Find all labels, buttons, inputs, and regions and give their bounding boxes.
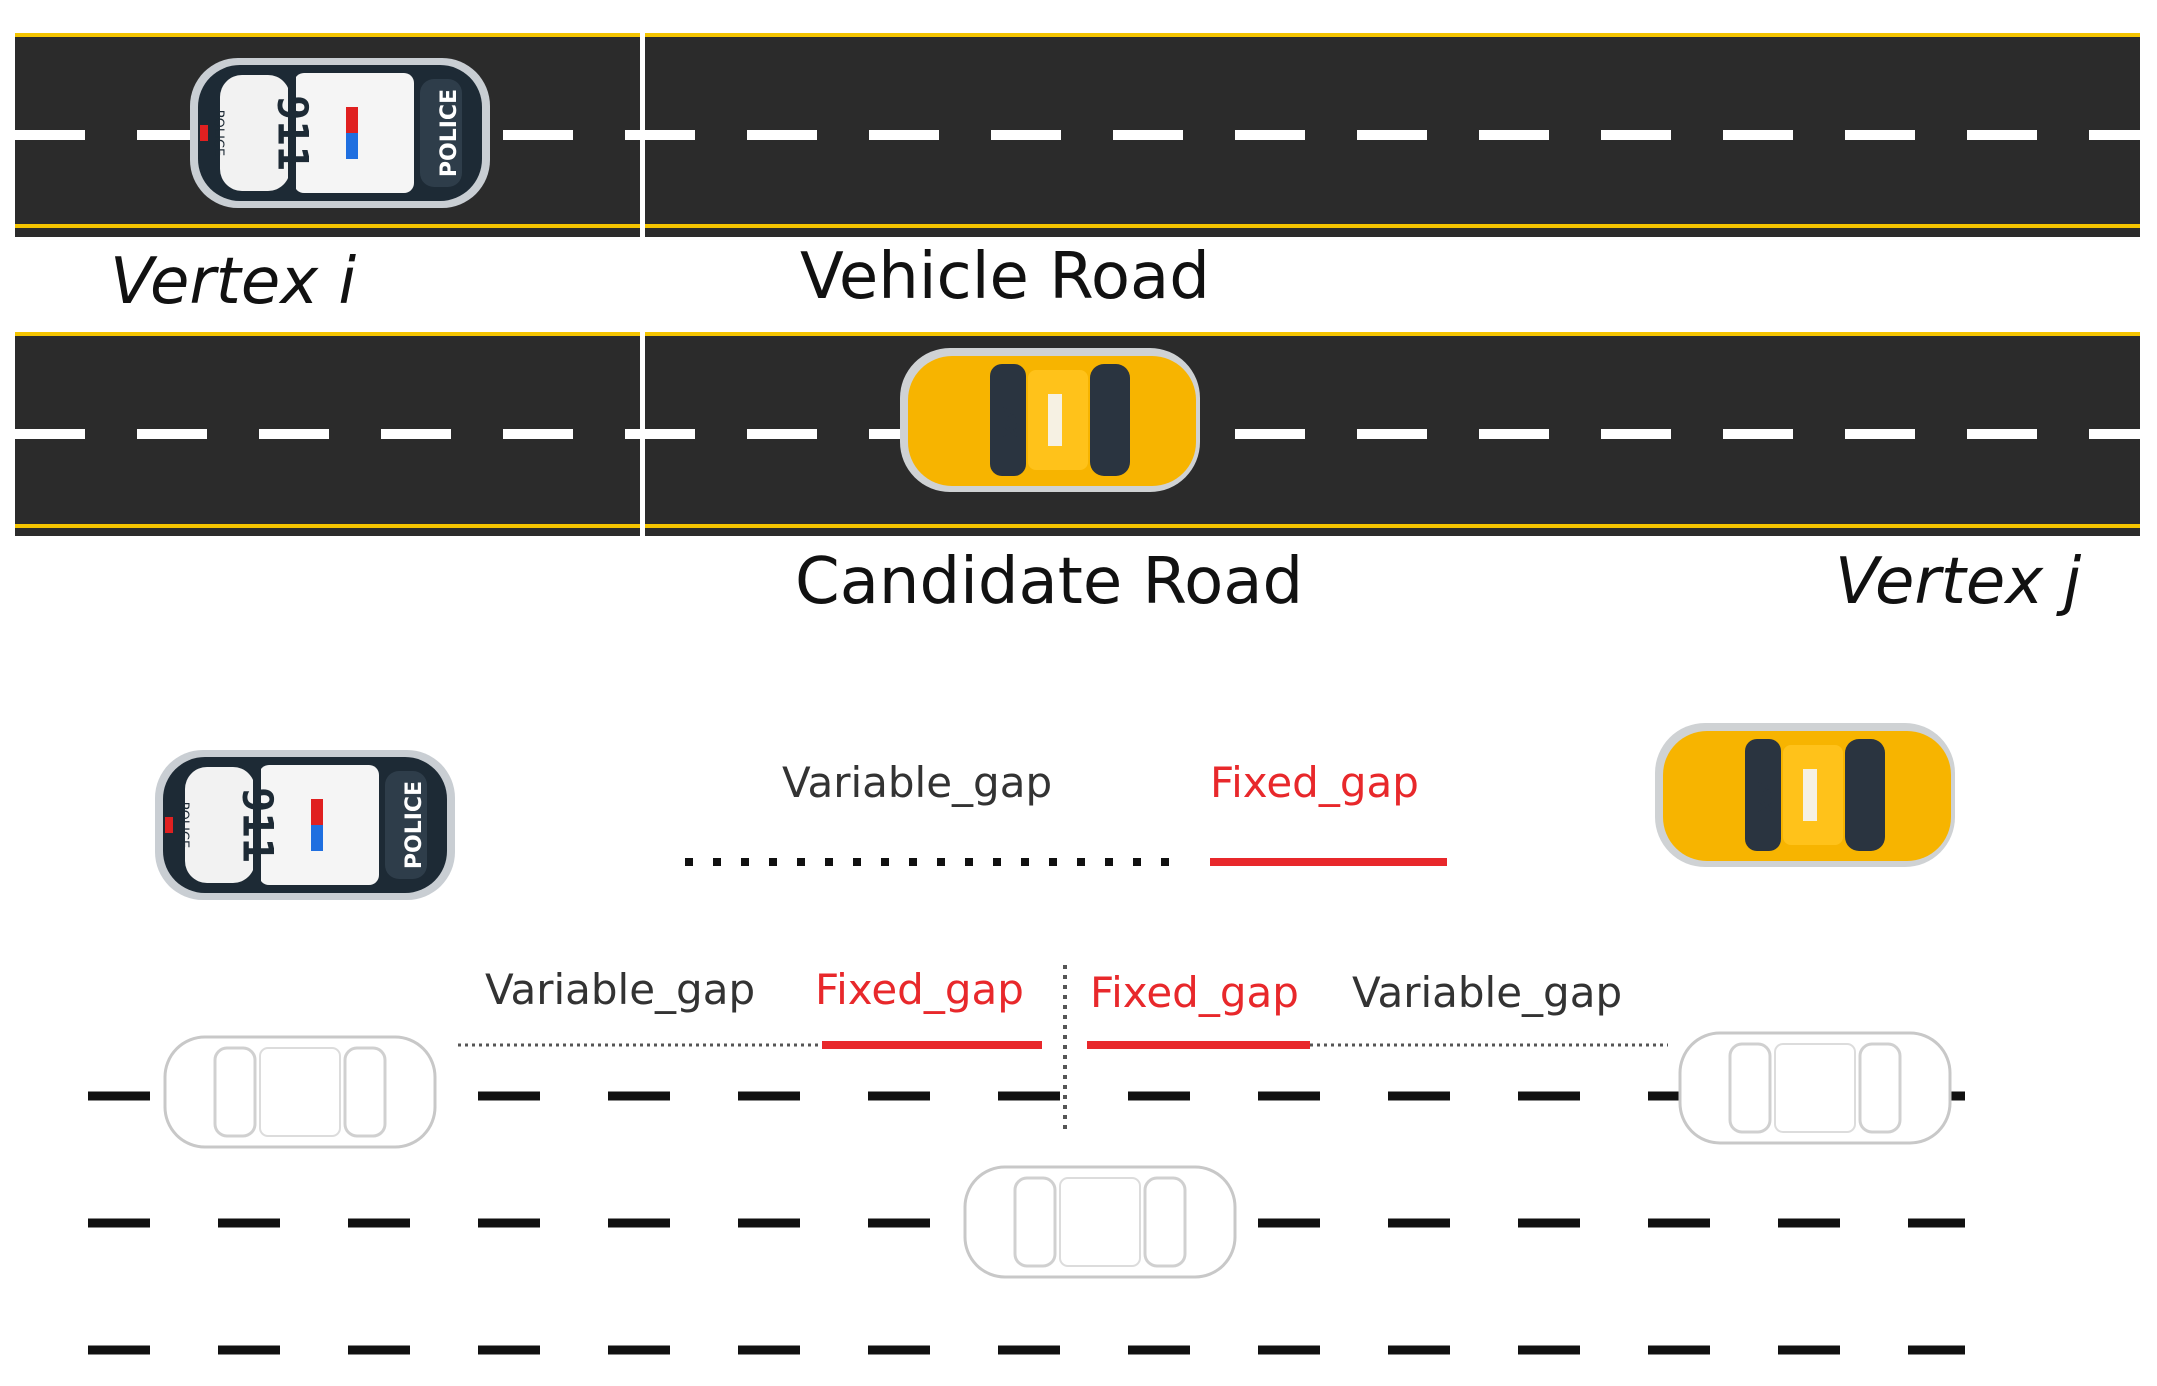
taxi-sign-bottom: TAXI xyxy=(1753,770,1777,820)
police-number-top: 911 xyxy=(269,95,318,171)
police-small-text-top: POLICE xyxy=(211,110,226,156)
vertex-i-label: Vertex i xyxy=(110,245,357,319)
ghost-car-left xyxy=(163,1035,437,1149)
vehicle-road-label: Vehicle Road xyxy=(800,240,1210,314)
police-side-text-bottom: POLICE xyxy=(402,781,427,869)
police-number-bottom: 911 xyxy=(234,787,283,863)
police-side-text-top: POLICE xyxy=(437,89,462,177)
police-small-text-bottom: POLICE xyxy=(176,802,191,848)
ghost-car-middle xyxy=(963,1165,1237,1279)
vertex-j-label: Vertex j xyxy=(1835,545,2082,619)
taxi-car-top xyxy=(900,348,1200,492)
top-variable-gap-label: Variable_gap xyxy=(782,758,1053,807)
bottom-right-fixed-gap-label: Fixed_gap xyxy=(1090,968,1299,1017)
bottom-right-variable-gap-label: Variable_gap xyxy=(1352,968,1623,1017)
bottom-left-fixed-gap-label: Fixed_gap xyxy=(815,965,1024,1014)
taxi-sign-top: TAXI xyxy=(998,395,1022,445)
candidate-road-label: Candidate Road xyxy=(795,545,1304,619)
bottom-left-variable-gap-label: Variable_gap xyxy=(485,965,756,1014)
taxi-car-bottom xyxy=(1655,723,1955,867)
ghost-car-right xyxy=(1678,1031,1952,1145)
top-fixed-gap-label: Fixed_gap xyxy=(1210,758,1419,807)
